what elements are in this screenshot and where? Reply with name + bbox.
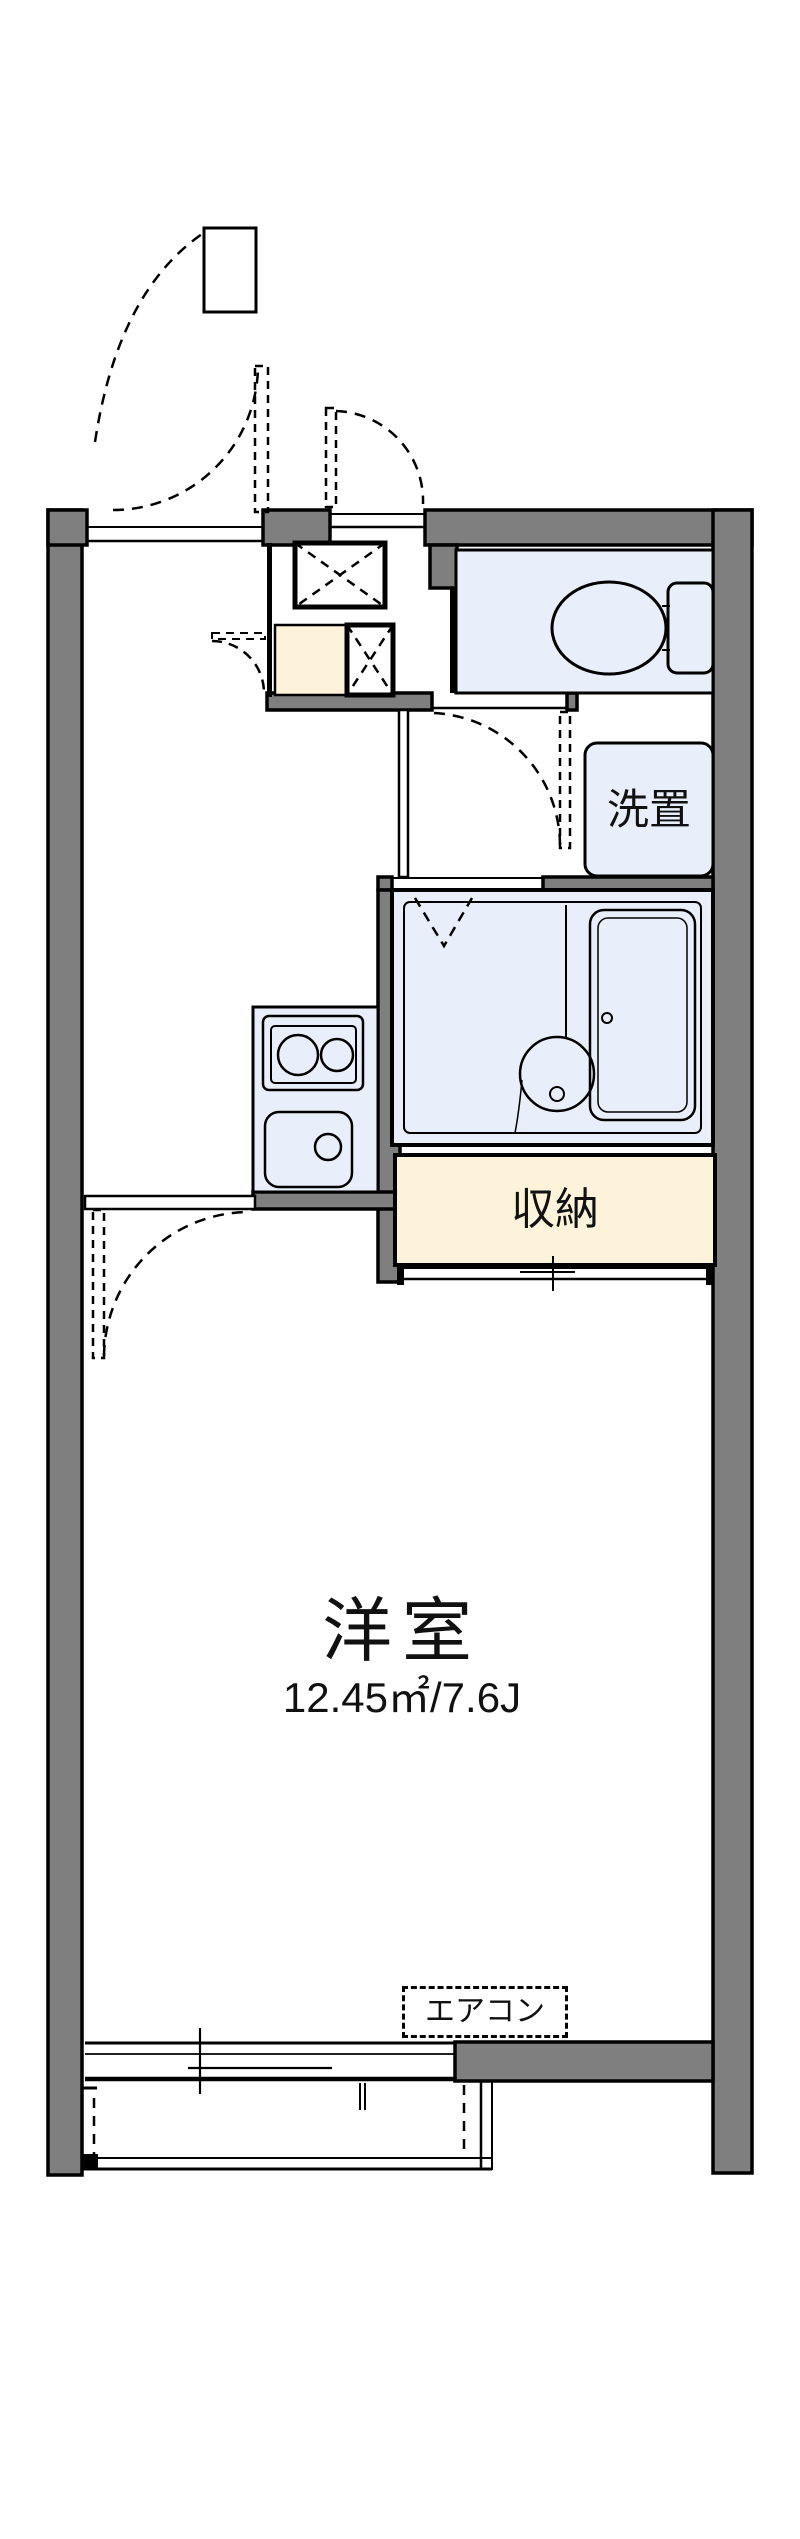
room-door-leaf [91,1208,106,1360]
left-door-leaf [253,364,270,514]
thin-wall-toilet-left [450,588,456,693]
sink-drain [313,1132,343,1162]
front-door-leaf [202,226,258,314]
wall-bath-band-a [376,875,394,892]
main-room-label: 洋室 [322,1592,482,1670]
entrance-step-box [292,540,388,610]
burner-right [319,1037,355,1073]
left-door-swing [112,365,260,512]
wall-bottom [453,2040,715,2083]
bottom-window [85,2028,455,2094]
main-room-area: 12.45㎡/7.6J [282,1674,522,1721]
openings [87,513,567,879]
burner-left [276,1033,320,1077]
wall-left [46,508,84,2177]
wall-hall-band-b [565,691,579,712]
bathroom [390,888,715,1147]
laundry-space [583,741,715,878]
shoe-cabinet [273,623,349,697]
bathtub [588,908,697,1122]
thin-wall-hallway [397,708,410,879]
bath-folding-door [413,897,474,949]
cabinet-door-leaf [211,632,266,640]
aircon-label: エアコン [402,1986,568,2038]
entrance-door-leaf [324,406,338,509]
kitchen-sink [263,1110,354,1189]
room-door-swing [102,1210,247,1357]
kitchen-unit [251,1005,380,1194]
storage-closet [393,1153,717,1267]
entrance-door-swing [335,409,425,505]
doors [91,226,572,1360]
stove [261,1014,365,1092]
walls [46,508,754,2177]
thin-walls [83,708,410,1211]
cabinet-door-swing [211,639,266,695]
wall-top-b [261,508,332,547]
wall-kitchen-band [251,1190,402,1211]
toilet-door-leaf [558,710,572,850]
entrance-small-x-box [344,622,396,698]
wall-toilet-notch [428,543,459,590]
wall-right [711,508,754,2175]
storage-label: 収納 [511,1185,599,1234]
thin-wall-entrance [267,543,272,697]
balcony [82,2081,493,2171]
toilet-door-swing [433,711,562,847]
thin-wall-room-left [83,1194,257,1211]
bathtub-handle [601,1012,613,1024]
wash-basin [518,1035,596,1113]
toilet-icon [550,580,715,676]
bath-fixtures [403,901,702,1134]
front-door-swing [93,230,206,443]
wall-top-c [423,508,754,547]
wall-top-a [46,508,89,547]
storage-slider [397,1256,713,1291]
laundry-label: 洗置 [606,785,691,833]
